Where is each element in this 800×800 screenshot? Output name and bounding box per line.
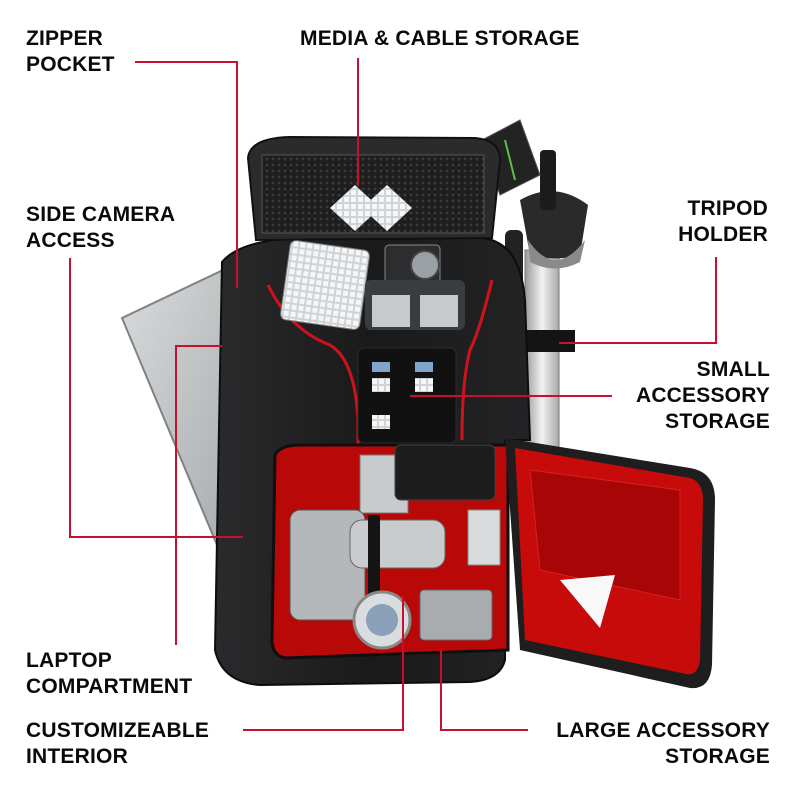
- callout-customizeable-interior: CUSTOMIZEABLE INTERIOR: [26, 719, 210, 768]
- door-flap: [505, 438, 715, 689]
- callout-laptop-compartment: LAPTOP COMPARTMENT: [26, 649, 193, 698]
- callout-small-accessory-storage: SMALL ACCESSORY STORAGE: [635, 358, 770, 433]
- camera-compartment: [270, 443, 510, 660]
- side-camera-line: [69, 258, 243, 538]
- zipper-pocket-line: [135, 61, 238, 288]
- large-accessory-line: [440, 650, 528, 731]
- callout-zipper-pocket: ZIPPER POCKET: [26, 27, 115, 76]
- callout-large-accessory-storage: LARGE ACCESSORY STORAGE: [556, 719, 770, 768]
- tripod-line: [559, 257, 717, 344]
- callout-tripod-holder: TRIPOD HOLDER: [678, 197, 768, 246]
- callout-lines: [69, 58, 717, 731]
- laptop-line: [175, 345, 222, 645]
- callout-media-cable-storage: MEDIA & CABLE STORAGE: [300, 27, 580, 50]
- callout-side-camera-access: SIDE CAMERA ACCESS: [26, 203, 176, 252]
- customizeable-line: [243, 595, 404, 731]
